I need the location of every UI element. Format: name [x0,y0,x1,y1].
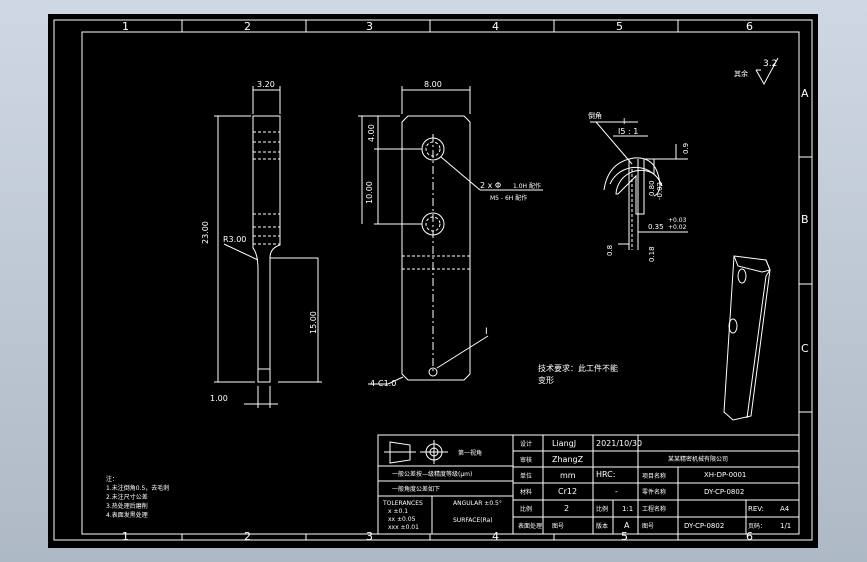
row-label-a: A [801,87,809,100]
col-label-bottom-5: 5 [621,530,628,543]
row-label-design: 设计 [520,440,532,448]
part-value: DY-CP-0802 [704,488,744,496]
zone-ticks [181,20,812,540]
project-value: XH-DP-0001 [704,471,746,479]
dim-1-00: 1.00 [210,394,228,403]
dim-0-8: 0.8 [606,245,614,256]
unit-value: mm [560,471,576,480]
company-name: 某某精密机械有限公司 [668,455,728,463]
dim-0-18: 0.18 [648,246,656,262]
detail-i-callout: I [485,327,488,337]
dim-15-00: 15.00 [309,311,318,334]
detail-scale: I5 : 1 [618,127,638,136]
detail-view: 倒角 I I5 : 1 0.9 0.80 -0.02 0.35 +0.03 +0… [588,111,690,262]
row-label-qty: 比例 [520,505,532,513]
col-label-bottom-1: 1 [122,530,129,543]
detail-i-title: I [623,117,625,126]
isometric-view [723,255,771,421]
checker-name: ZhangZ [552,455,584,464]
qty-value: 2 [564,504,569,513]
front-view: 8.00 4.00 10.00 2 x Φ 1.0H 配作 M5 - 6H 配作… [358,80,543,388]
row-label-c: C [801,342,809,355]
paper-size: A4 [780,505,790,513]
notes-line-4: 4.表面发黑处理 [106,511,148,519]
dim-3-20: 3.20 [257,80,275,89]
drawing-viewport[interactable]: 1 2 3 4 5 6 1 2 3 4 5 6 A B C 其余 3.2 [48,14,818,548]
hole-note-b: M5 - 6H 配作 [490,194,527,202]
projection-label: 第一视角 [458,449,482,457]
title-block [377,434,800,535]
dim-0-35: 0.35 [648,223,664,231]
project-label: 项目名称 [642,472,666,480]
designer-name: LiangJ [552,439,576,448]
col-label-bottom-4: 4 [492,530,499,543]
hrc-label: HRC: [596,470,615,479]
col-label-bottom-2: 2 [244,530,251,543]
scale-label: 比例 [596,505,608,513]
dim-0-80-tol: -0.02 [656,182,664,200]
tol-x: x ±0.1 [388,508,408,515]
dim-0-35-tol-a: +0.03 [668,217,687,224]
roughness-value: 3.2 [763,59,777,69]
col-label-5: 5 [616,20,623,33]
hrc-value: - [615,487,618,496]
dim-8-00: 8.00 [424,80,442,89]
process-label: 工程名称 [642,505,666,513]
row-label-unit: 单位 [520,472,532,480]
row-label-finish: 表面处理 [518,522,542,530]
chamfer-label: 倒角 [588,111,602,120]
drawing-no-label-2: 图号 [642,523,654,530]
holes-callout: 2 x Φ [480,181,501,190]
sheet-label: 页码： [748,522,766,530]
drawing-no-value: DY-CP-0802 [684,522,724,530]
version-label: 版本 [596,522,608,530]
tech-note-line-1: 技术要求：此工件不能 [538,363,618,373]
tech-note-line-2: 变形 [538,375,554,385]
dim-chamfer: 4-C1.0 [370,379,396,388]
outer-frame [53,19,813,541]
dim-0-9: 0.9 [682,143,690,154]
hole-note-a: 1.0H 配作 [513,182,541,190]
row-label-b: B [801,213,809,226]
tol-note-1: 一般公差按—级精度等级(μm) [392,470,472,478]
col-label-6: 6 [746,20,753,33]
notes-title: 注： [106,475,118,483]
side-view: 3.20 23.00 R3.00 15.00 1.00 [201,80,322,408]
material-value: Cr12 [558,487,577,496]
dim-r3-00: R3.00 [223,235,246,244]
notes-line-1: 1.未注倒角0.5，去毛刺 [106,484,169,492]
roughness-label: 其余 [734,69,748,78]
tol-xx: xx ±0.05 [388,516,416,523]
tol-note-2: 一般角度公差如下 [392,485,440,493]
notes-line-3: 3.热处理后磨削 [106,502,148,510]
col-label-4: 4 [492,20,499,33]
row-label-material: 材料 [520,488,532,496]
surface-roughness-symbol: 其余 3.2 [734,57,779,86]
col-label-bottom-3: 3 [366,530,373,543]
col-label-3: 3 [366,20,373,33]
dim-0-80: 0.80 [648,180,656,196]
version-value: A [624,521,630,530]
col-label-bottom-6: 6 [746,530,753,543]
angular-tol: ANGULAR ±0.5° [453,500,502,507]
dim-0-35-tol-b: +0.02 [668,224,687,231]
design-date: 2021/10/30 [596,439,642,448]
tol-xxx: xxx ±0.01 [388,524,419,531]
cad-drawing: 1 2 3 4 5 6 1 2 3 4 5 6 A B C 其余 3.2 [53,19,813,543]
dim-4-00: 4.00 [367,124,376,142]
sheet-value: 1/1 [780,522,791,530]
rev-label: REV: [748,505,764,513]
part-label: 零件名称 [642,488,666,496]
col-label-2: 2 [244,20,251,33]
dim-23-00: 23.00 [201,221,210,244]
tolerances-label: TOLERANCES [382,500,423,507]
dim-10-00: 10.00 [365,181,374,204]
scale-value: 1:1 [622,505,633,513]
row-label-check: 审核 [520,456,532,464]
col-label-1: 1 [122,20,129,33]
surface-ra: SURFACE(Ra) [453,517,493,524]
notes-line-2: 2.未注尺寸公差 [106,493,148,501]
drawing-no-label: 图号 [552,523,564,530]
